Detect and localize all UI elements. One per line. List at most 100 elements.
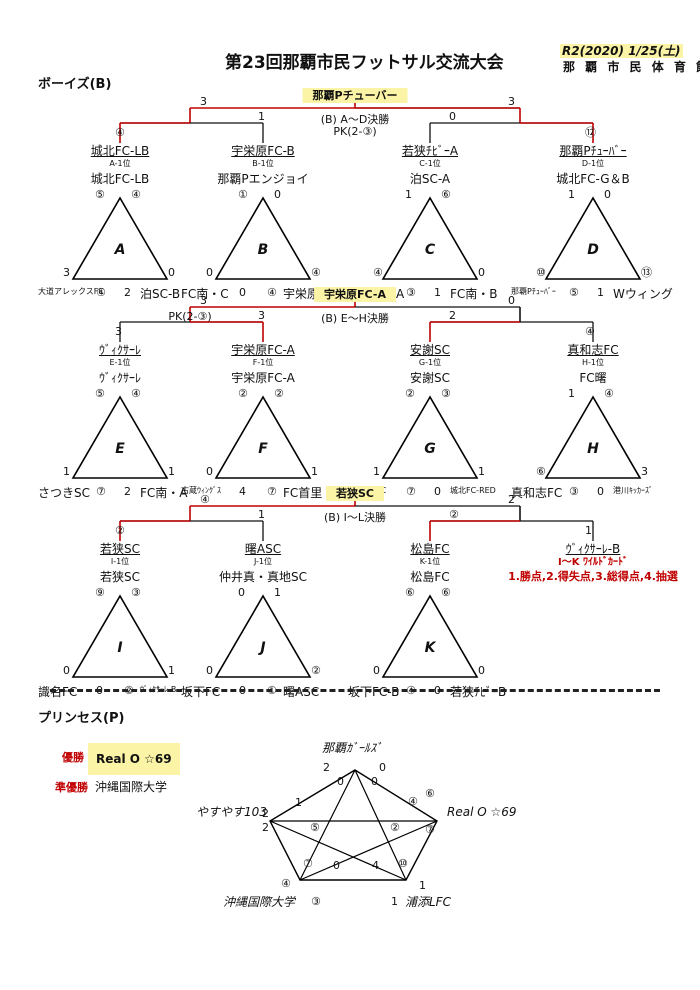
score-bottom-left: ⑥ — [536, 465, 546, 478]
score-left-match: ③ — [569, 485, 579, 498]
group-triangle — [214, 594, 312, 678]
score-top-right: ③ — [441, 387, 451, 400]
princess-match-score: ② — [390, 821, 400, 834]
score-seed-a: ② — [115, 524, 125, 537]
group-left-team: 那覇Pﾁｭｰﾊﾞｰ — [511, 287, 556, 296]
score-right-match: 0 — [597, 485, 604, 498]
group-left-team: 坂下FC — [181, 685, 221, 699]
event-date: R2(2020) 1/25(土) — [560, 44, 683, 58]
score-semi-b: 3 — [258, 309, 265, 322]
group-letter: C — [424, 242, 436, 258]
group-triangle — [544, 196, 642, 280]
group-triangle — [71, 395, 169, 479]
group-left-team: 坂下FC-B — [348, 685, 400, 699]
group-letter: H — [587, 441, 599, 457]
group-triangle — [381, 395, 479, 479]
score-top-right: ② — [274, 387, 284, 400]
group-letter: B — [257, 242, 269, 258]
runnerup-label: 準優勝 — [55, 781, 88, 794]
group-triangle — [381, 594, 479, 678]
group-top-team: 宇栄原FC-A — [231, 371, 295, 385]
score-top-left: ⑥ — [405, 586, 415, 599]
group-top-team: 仲井真・真地SC — [219, 570, 307, 584]
group-position: I-1位 — [110, 557, 130, 566]
group-triangle — [71, 196, 169, 280]
bracket-line — [299, 769, 356, 881]
final-label: (B) E〜H決勝 — [321, 312, 389, 325]
score-bottom-left: ④ — [373, 266, 383, 279]
score-bottom-right: 1 — [168, 664, 175, 677]
group-letter: F — [258, 441, 268, 457]
princess-match-score: 2 — [262, 807, 269, 820]
score-top-right: 0 — [274, 188, 281, 201]
group-top-team: 城北FC-LB — [90, 172, 150, 186]
princess-match-score: 0 — [333, 859, 340, 872]
score-right-match: 0 — [434, 485, 441, 498]
score-final-left: 3 — [200, 95, 207, 108]
group-top-team: FC曙 — [579, 371, 607, 385]
group-triangle — [71, 594, 169, 678]
score-left-match: 0 — [239, 286, 246, 299]
princess-match-score: 1 — [419, 879, 426, 892]
princess-match-score: 1 — [391, 895, 398, 908]
group-top-team: 泊SC-A — [409, 172, 451, 186]
score-seed-d: ⑫ — [585, 126, 596, 139]
score-left-match: ⑦ — [406, 485, 416, 498]
princess-match-score: 1 — [295, 796, 302, 809]
princess-match-score: ⑤ — [310, 821, 320, 834]
score-bottom-right: ⑬ — [641, 266, 652, 279]
score-final-left: ④ — [200, 493, 210, 506]
tiebreak-rule: 1.勝点,2.得失点,3.総得点,4.抽選 — [508, 570, 678, 583]
score-left-match: 4 — [239, 485, 246, 498]
group-seed-team: 那覇Pﾁｭｰﾊﾞｰ — [559, 144, 627, 158]
group-right-team: FC首里 — [283, 486, 323, 500]
princess-match-score: ⑦ — [303, 857, 313, 870]
princess-match-score: ④ — [281, 877, 291, 890]
princess-match-score: 0 — [337, 775, 344, 788]
final-champion: 那覇Pチューバー — [302, 88, 408, 103]
group-seed-team: 城北FC-LB — [90, 144, 150, 158]
group-position: F-1位 — [252, 358, 274, 367]
bracket-line — [299, 820, 438, 881]
group-right-team: 港川ｷｯｶｰｽﾞ — [613, 486, 653, 495]
score-right-match: 1 — [434, 286, 441, 299]
group-right-team: FC南・A — [140, 486, 188, 500]
score-bottom-right: 0 — [168, 266, 175, 279]
group-top-team: 城北FC-G＆B — [556, 172, 630, 186]
group-triangle — [381, 196, 479, 280]
group-right-team: Wウィング — [613, 287, 673, 301]
score-bottom-left: 0 — [206, 266, 213, 279]
score-right-match: ⑦ — [267, 485, 277, 498]
score-bottom-right: 1 — [478, 465, 485, 478]
group-position: K-1位 — [419, 557, 441, 566]
group-right-team: 城北FC-RED — [450, 486, 496, 495]
score-top-right: ⑥ — [441, 188, 451, 201]
pk-note: PK(2-③) — [333, 125, 377, 138]
group-position: A-1位 — [109, 159, 131, 168]
score-top-left: ⑤ — [95, 188, 105, 201]
score-final-left: 3 — [200, 294, 207, 307]
group-letter: E — [115, 441, 125, 457]
score-bottom-left: 1 — [373, 465, 380, 478]
group-left-team: 古蔵ｳｨﾝｸﾞｽ — [181, 486, 221, 495]
score-top-right: 1 — [274, 586, 281, 599]
final-label: (B) A〜D決勝 — [320, 113, 390, 126]
princess-match-score: ③ — [311, 895, 321, 908]
score-bottom-right: 1 — [168, 465, 175, 478]
score-right-match: 2 — [124, 485, 131, 498]
group-left-team: さつきSC — [38, 486, 90, 500]
score-right-match: 2 — [124, 286, 131, 299]
score-left-match: ③ — [406, 286, 416, 299]
group-top-team: 那覇Pエンジョイ — [217, 172, 309, 186]
group-right-team: 泊SC-B — [140, 287, 181, 301]
princess-team-right: Real O ☆69 — [447, 805, 517, 819]
group-position: C-1位 — [419, 159, 441, 168]
score-top-left: 0 — [238, 586, 245, 599]
score-top-left: 1 — [405, 188, 412, 201]
group-right-team: FC南・B — [450, 287, 498, 301]
score-top-right: 0 — [604, 188, 611, 201]
princess-team-bottom-right: 浦添LFC — [405, 895, 451, 909]
group-seed-team: 真和志FC — [567, 343, 619, 357]
group-letter: A — [114, 242, 126, 258]
